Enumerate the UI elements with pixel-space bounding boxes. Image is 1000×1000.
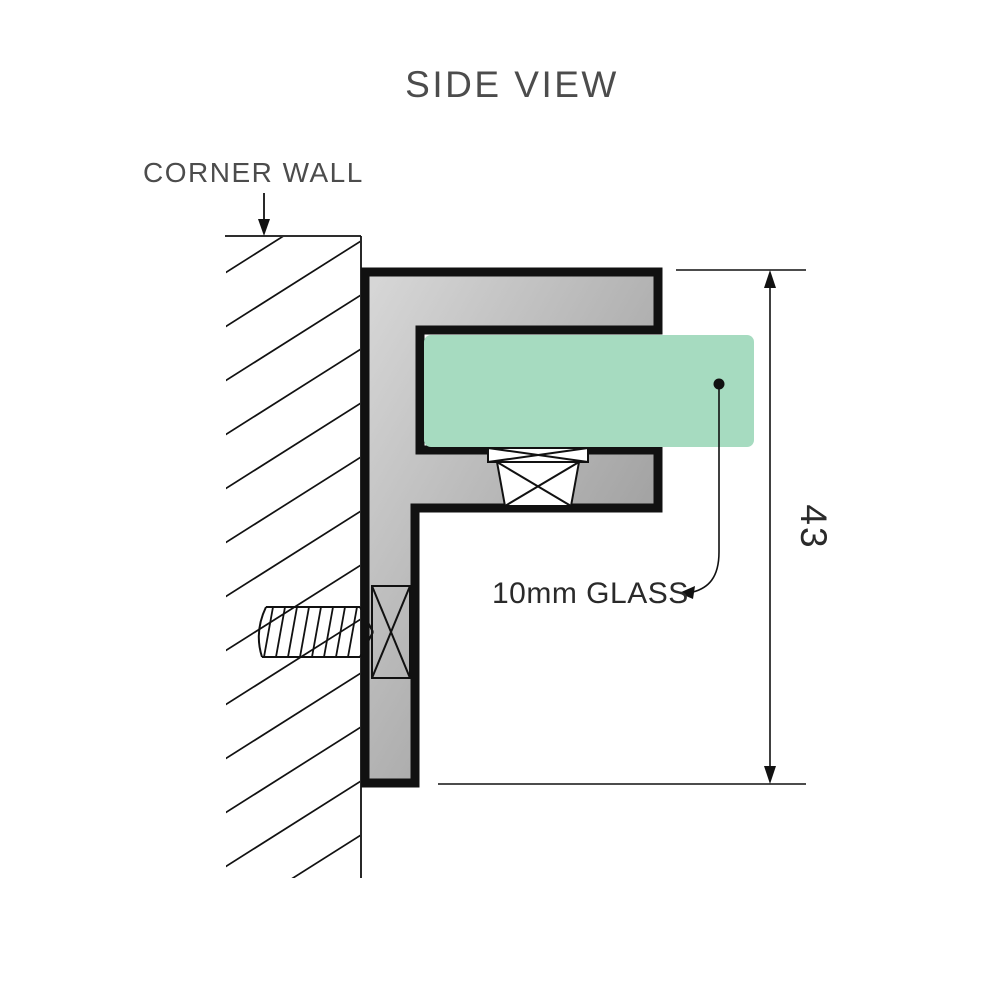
dimension-arrowhead-bottom — [764, 766, 776, 784]
wall-hatching — [226, 237, 360, 878]
dimension: 43 — [438, 269, 834, 785]
leader-line — [692, 389, 720, 593]
glass-label: 10mm GLASS — [492, 577, 689, 610]
bracket-profile — [360, 267, 663, 788]
dimension-value: 43 — [793, 504, 834, 549]
glass-panel — [424, 335, 754, 447]
corner-wall-label: CORNER WALL — [143, 157, 364, 188]
page-title: SIDE VIEW — [405, 64, 619, 105]
leader-dot — [713, 378, 725, 390]
corner-wall-arrow — [258, 193, 270, 236]
screw-head — [371, 585, 411, 679]
glass-callout: 10mm GLASS — [492, 378, 725, 610]
leader-arrowhead — [679, 586, 695, 599]
dimension-arrowhead-top — [764, 270, 776, 288]
screw-threads — [263, 606, 358, 658]
gasket — [487, 447, 589, 507]
screw — [257, 585, 411, 679]
